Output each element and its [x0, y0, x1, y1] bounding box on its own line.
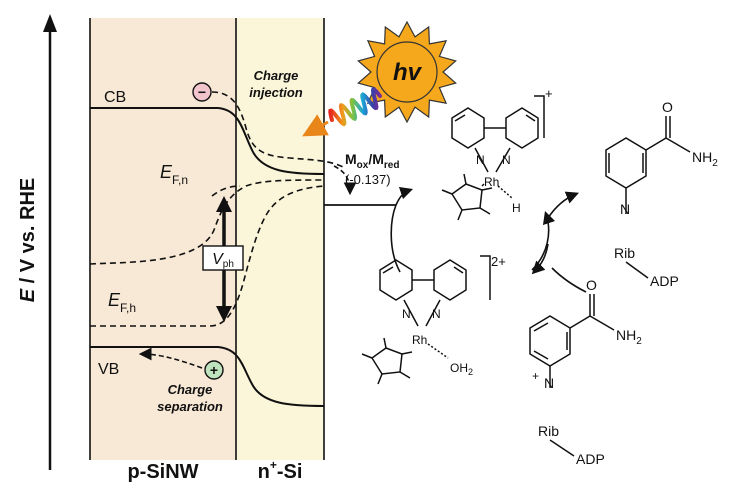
electron-transfer-path [211, 91, 346, 169]
bottom-complex-metal: Rh [412, 333, 427, 347]
electron-circle [192, 82, 212, 102]
p-sinw-label: p-SiNW [127, 461, 198, 483]
rh-hydride-complex [441, 95, 545, 221]
nadh-arrow [547, 191, 579, 219]
top-complex-n-left: N [476, 153, 485, 167]
vph-arrow-up [216, 196, 232, 212]
conduction-band [90, 107, 325, 175]
cb-label: CB [104, 89, 126, 106]
redox-arrow [333, 165, 357, 196]
charge-separation-line1: Charge [168, 382, 213, 397]
nadh-adp: ADP [650, 273, 679, 289]
nadh-structure [605, 116, 691, 279]
nad-arrow [551, 267, 587, 293]
nad-plus: + [532, 369, 539, 383]
top-complex-metal: Rh [484, 175, 499, 189]
bottom-complex-charge: 2+ [491, 254, 506, 269]
charge-injection-line2: injection [249, 85, 303, 100]
light-wave-arrow [302, 114, 329, 137]
redox-potential: (-0.137) [345, 172, 391, 187]
vph-label: Vph [212, 251, 234, 270]
hole-symbol: + [210, 362, 218, 378]
cycle-arrow-left [390, 204, 401, 273]
nadh-rib: Rib [614, 245, 635, 261]
fermi-h-label: EF,h [108, 290, 136, 315]
n-si-label: n+-Si [258, 458, 303, 483]
bottom-complex-n-right: N [432, 307, 441, 321]
charge-separation-line2: separation [157, 399, 223, 414]
p-sinw-region [90, 18, 236, 460]
vb-label: VB [98, 361, 119, 378]
sun-icon [357, 20, 457, 124]
redox-label: Mox/Mred [345, 151, 399, 171]
nad-rib: Rib [538, 423, 559, 439]
top-complex-charge: + [545, 86, 553, 101]
charge-separation-arrow [138, 347, 203, 369]
charge-injection-line1: Charge [254, 68, 299, 83]
top-complex-n-right: N [502, 153, 511, 167]
vph-arrow-down [216, 306, 232, 322]
nad-adp: ADP [576, 451, 605, 467]
valence-band [90, 346, 325, 407]
bottom-complex-n-left: N [402, 307, 411, 321]
hv-label: hv [393, 59, 423, 86]
nadh-nh2: NH2 [692, 149, 718, 169]
nadh-n: N [620, 201, 630, 217]
nadh-o: O [662, 99, 673, 115]
nad-nh2: NH2 [616, 327, 642, 347]
fermi-n-label: EF,n [160, 162, 188, 187]
top-complex-ligand: H [512, 201, 521, 215]
vph-box [202, 245, 244, 271]
cycle-arrow-right-lower [531, 243, 549, 275]
nad-o: O [586, 277, 597, 293]
fermi-level-n-tail [211, 185, 241, 197]
light-wave [328, 86, 382, 127]
rh-aqua-complex [361, 255, 491, 385]
nad-structure [529, 294, 615, 457]
hole-circle [204, 360, 224, 380]
y-axis-label: E / V vs. RHE [17, 178, 39, 303]
cycle-arrow-left-upper [395, 186, 414, 206]
bottom-complex-ligand: OH2 [450, 361, 473, 377]
n-si-region [236, 18, 324, 460]
electron-symbol: − [198, 84, 206, 100]
nad-n: N [544, 375, 554, 391]
fermi-level-n [89, 179, 325, 265]
y-axis-arrowhead [43, 14, 57, 32]
cycle-arrow-right [531, 210, 556, 271]
fermi-level-h [90, 185, 325, 327]
